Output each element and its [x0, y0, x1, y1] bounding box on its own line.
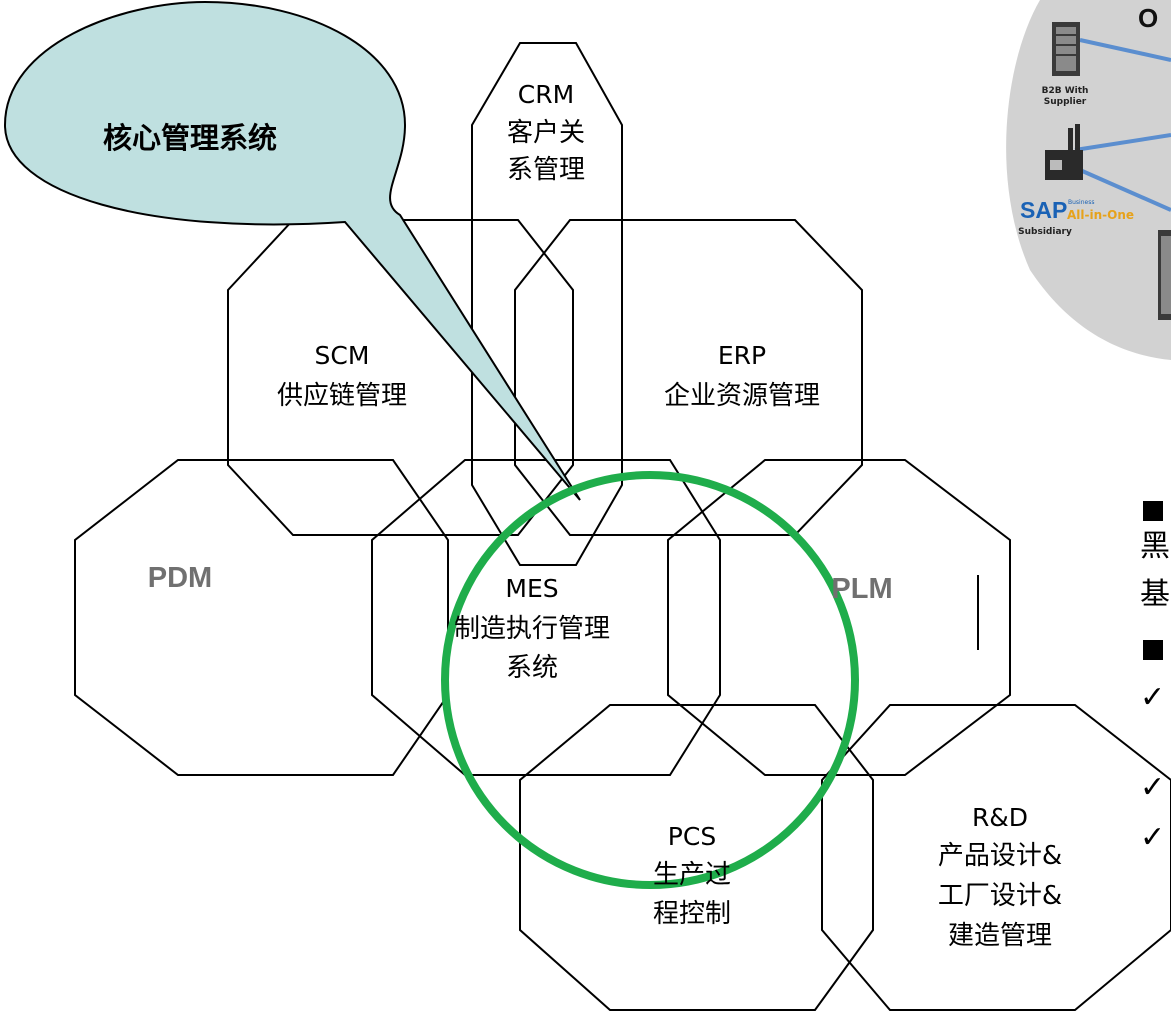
plm-title: PLM [831, 573, 892, 605]
crm-shape [471, 42, 623, 566]
mes-title: MES [505, 574, 558, 603]
factory-icon [1045, 124, 1083, 180]
scm-line-1: 供应链管理 [277, 381, 407, 411]
sap-graphic-disc [1006, 0, 1171, 360]
connector-line [1079, 38, 1171, 62]
mes-line-1: 制造执行管理 [454, 614, 610, 644]
pdm-shape [74, 459, 449, 776]
bullet-square [1143, 640, 1163, 660]
callout-text: 核心管理系统 [103, 121, 277, 155]
sap-logo: SAP [1020, 197, 1067, 223]
sap-logo-business: Business [1068, 199, 1094, 206]
erp-title: ERP [718, 341, 766, 370]
mes-shape [371, 459, 721, 776]
pcs-line-2: 程控制 [653, 899, 731, 929]
pcs-line-1: 生产过 [653, 860, 731, 890]
side-text-char-1: 黑 [1140, 529, 1170, 564]
rnd-line-1: 产品设计& [938, 841, 1062, 871]
scm-title: SCM [315, 341, 370, 370]
bullet-square [1143, 501, 1163, 521]
pcs-shape [519, 704, 874, 1011]
crm-title: CRM [518, 80, 574, 109]
check-icon: ✓ [1140, 770, 1166, 805]
check-icon: ✓ [1140, 820, 1166, 855]
check-icon: ✓ [1140, 680, 1166, 715]
sap-top-char: O [1138, 3, 1158, 33]
b2b-label-2: Supplier [1044, 97, 1087, 107]
mes-highlight-circle [441, 471, 859, 889]
crm-line-2: 系管理 [507, 155, 585, 185]
callout-bubble [3, 0, 581, 501]
rnd-title: R&D [972, 803, 1028, 832]
building-icon [1158, 230, 1171, 320]
crm-line-1: 客户关 [507, 118, 585, 148]
pcs-title: PCS [668, 822, 716, 851]
sap-logo-allinone: All-in-One [1067, 208, 1134, 222]
scm-shape [227, 219, 574, 536]
mes-line-2: 系统 [506, 653, 558, 683]
erp-line-1: 企业资源管理 [664, 381, 820, 411]
rnd-shape [821, 704, 1171, 1011]
plm-shape [667, 459, 1011, 776]
rnd-line-2: 工厂设计& [938, 881, 1062, 911]
pdm-title: PDM [148, 562, 212, 594]
connector-line [1074, 133, 1171, 152]
b2b-label-1: B2B With [1042, 86, 1089, 96]
sap-network-graphic: B2B With Supplier SAP Business All-in-On… [1006, 0, 1171, 360]
subsidiary-label: Subsidiary [1018, 227, 1072, 237]
side-text-char-2: 基 [1140, 577, 1170, 612]
rnd-line-3: 建造管理 [948, 921, 1052, 951]
building-icon [1052, 22, 1080, 76]
connector-line [1079, 168, 1171, 212]
